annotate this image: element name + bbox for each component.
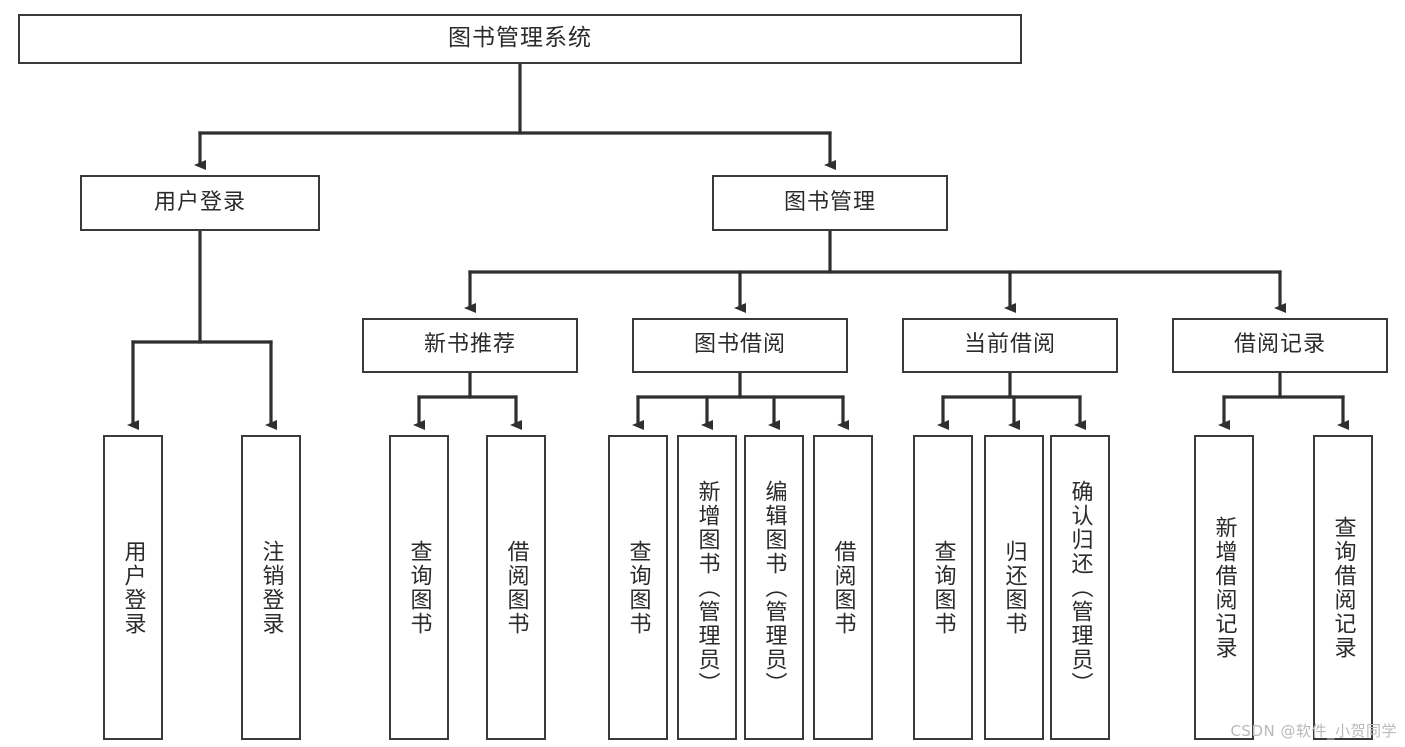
node-current-borrow-label: 当前借阅 bbox=[963, 332, 1056, 358]
node-user-login-label: 用户登录 bbox=[153, 189, 246, 215]
node-book-manage-label: 图书管理 bbox=[783, 189, 876, 215]
node-borrow-record-label: 借阅记录 bbox=[1233, 332, 1326, 358]
node-current-borrow[interactable]: 当前借阅 bbox=[902, 318, 1118, 373]
node-leaf-query-borrow-record-label: 查询借阅记录 bbox=[1330, 515, 1356, 660]
node-leaf-add-borrow-record[interactable]: 新增借阅记录 bbox=[1194, 435, 1254, 740]
node-book-borrow[interactable]: 图书借阅 bbox=[632, 318, 848, 373]
node-leaf-query-book-1[interactable]: 查询图书 bbox=[389, 435, 449, 740]
node-user-login[interactable]: 用户登录 bbox=[80, 175, 320, 231]
node-leaf-user-login-label: 用户登录 bbox=[120, 539, 146, 636]
node-leaf-add-book-admin[interactable]: 新增图书（管理员） bbox=[677, 435, 737, 740]
node-leaf-add-book-admin-label: 新增图书（管理员） bbox=[694, 479, 720, 696]
node-leaf-edit-book-admin[interactable]: 编辑图书（管理员） bbox=[744, 435, 804, 740]
node-root[interactable]: 图书管理系统 bbox=[18, 14, 1022, 64]
node-book-borrow-label: 图书借阅 bbox=[693, 332, 786, 358]
node-leaf-query-book-2-label: 查询图书 bbox=[625, 539, 651, 636]
node-leaf-query-book-2[interactable]: 查询图书 bbox=[608, 435, 668, 740]
watermark-text: CSDN @软件_小贺同学 bbox=[1230, 722, 1397, 740]
node-new-book-recommend[interactable]: 新书推荐 bbox=[362, 318, 578, 373]
node-leaf-add-borrow-record-label: 新增借阅记录 bbox=[1211, 515, 1237, 660]
node-leaf-borrow-book-2-label: 借阅图书 bbox=[830, 539, 856, 636]
node-leaf-borrow-book-1-label: 借阅图书 bbox=[503, 539, 529, 636]
node-borrow-record[interactable]: 借阅记录 bbox=[1172, 318, 1388, 373]
node-leaf-confirm-return-label: 确认归还（管理员） bbox=[1067, 479, 1093, 696]
node-leaf-return-book-label: 归还图书 bbox=[1001, 539, 1027, 636]
node-book-manage[interactable]: 图书管理 bbox=[712, 175, 948, 231]
node-root-label: 图书管理系统 bbox=[448, 25, 592, 52]
node-leaf-borrow-book-2[interactable]: 借阅图书 bbox=[813, 435, 873, 740]
node-leaf-borrow-book-1[interactable]: 借阅图书 bbox=[486, 435, 546, 740]
node-leaf-edit-book-admin-label: 编辑图书（管理员） bbox=[761, 479, 787, 696]
node-leaf-return-book[interactable]: 归还图书 bbox=[984, 435, 1044, 740]
node-leaf-query-borrow-record[interactable]: 查询借阅记录 bbox=[1313, 435, 1373, 740]
node-leaf-user-login[interactable]: 用户登录 bbox=[103, 435, 163, 740]
node-leaf-query-book-3[interactable]: 查询图书 bbox=[913, 435, 973, 740]
node-leaf-confirm-return[interactable]: 确认归还（管理员） bbox=[1050, 435, 1110, 740]
node-leaf-logout-login[interactable]: 注销登录 bbox=[241, 435, 301, 740]
node-leaf-logout-login-label: 注销登录 bbox=[258, 539, 284, 636]
node-leaf-query-book-1-label: 查询图书 bbox=[406, 539, 432, 636]
node-new-book-recommend-label: 新书推荐 bbox=[423, 332, 516, 358]
node-leaf-query-book-3-label: 查询图书 bbox=[930, 539, 956, 636]
